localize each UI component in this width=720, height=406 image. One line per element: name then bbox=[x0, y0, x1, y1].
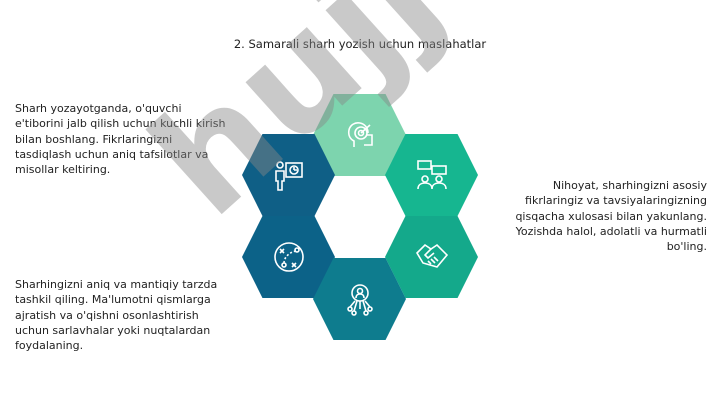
handshake-icon bbox=[415, 243, 448, 268]
target-head-icon bbox=[347, 122, 373, 147]
presenter-icon bbox=[274, 161, 303, 191]
strategy-icon bbox=[273, 242, 304, 272]
tip-intro-text: Sharh yozayotganda, o'quvchi e'tiborini … bbox=[15, 102, 226, 177]
tip-conclusion-text: Nihoyat, sharhingizni asosiy fikrlaringi… bbox=[515, 179, 707, 254]
network-user-icon bbox=[346, 284, 373, 316]
slide-title: 2. Samarali sharh yozish uchun maslahatl… bbox=[233, 37, 487, 51]
hex-discussion bbox=[385, 134, 478, 216]
hex-strategy bbox=[242, 216, 335, 298]
discussion-icon bbox=[416, 160, 447, 190]
hex-handshake bbox=[385, 216, 478, 298]
tip-structure-text: Sharhingizni aniq va mantiqiy tarzda tas… bbox=[15, 278, 218, 353]
hex-network-user bbox=[313, 258, 406, 340]
hex-presenter bbox=[242, 134, 335, 216]
